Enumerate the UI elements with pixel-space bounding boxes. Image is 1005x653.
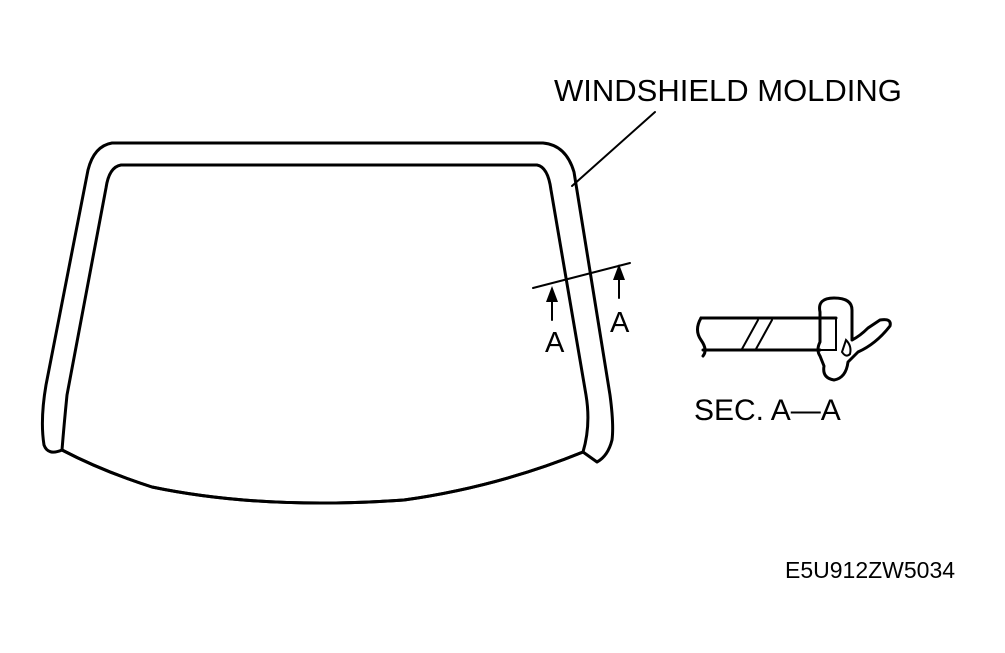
- glass-break-edge: [696, 316, 707, 358]
- molding-inner-outline: [60, 163, 590, 505]
- windshield-molding-label: WINDSHIELD MOLDING: [554, 73, 902, 108]
- molding-profile: [816, 296, 892, 382]
- section-title-label: SEC. A—A: [694, 394, 841, 427]
- callout-leader-line: [571, 111, 656, 187]
- section-cut-line: [532, 262, 631, 289]
- molding-outer-outline: [40, 141, 615, 505]
- section-arrow-right-label: A: [610, 307, 630, 339]
- molding-channel: [819, 317, 837, 351]
- section-arrow-left-head: [546, 286, 558, 302]
- glass-hatch-1: [741, 319, 759, 350]
- adhesive-dam: [840, 338, 852, 357]
- glass-hatch-2: [755, 319, 773, 350]
- section-arrow-left-label: A: [545, 327, 565, 359]
- section-arrow-right-head: [613, 264, 625, 280]
- figure-code-label: E5U912ZW5034: [785, 557, 955, 583]
- section-detail: [696, 296, 892, 382]
